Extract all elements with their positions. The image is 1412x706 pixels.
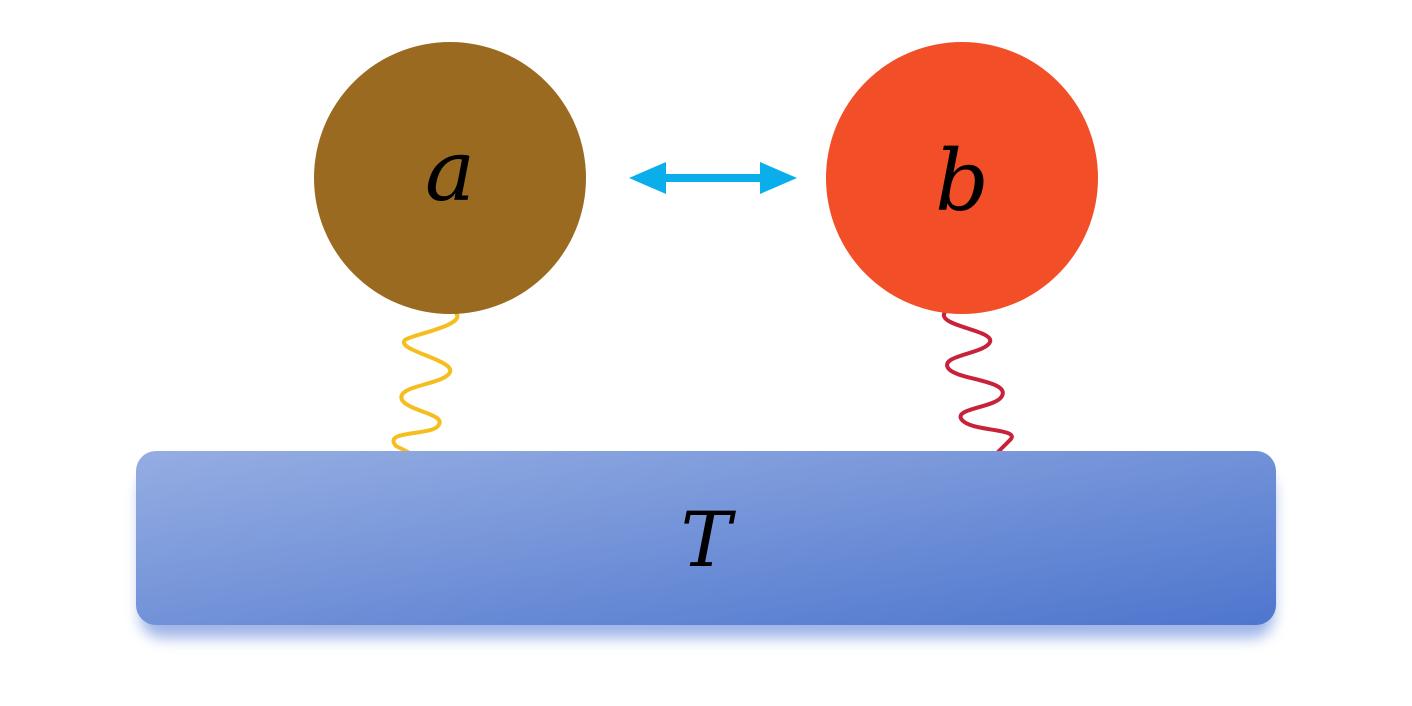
arrow-head-left (629, 162, 666, 194)
spring-a (391, 310, 460, 454)
coupling-arrow (629, 162, 797, 194)
node-a-label: a (425, 122, 475, 220)
bath-reservoir (136, 451, 1276, 625)
node-b-circle (826, 42, 1098, 314)
node-b-label: b (935, 132, 989, 230)
arrow-head-right (760, 162, 797, 194)
bath-label: T (681, 495, 737, 584)
spring-b (941, 310, 1014, 454)
node-a-circle (314, 42, 586, 314)
